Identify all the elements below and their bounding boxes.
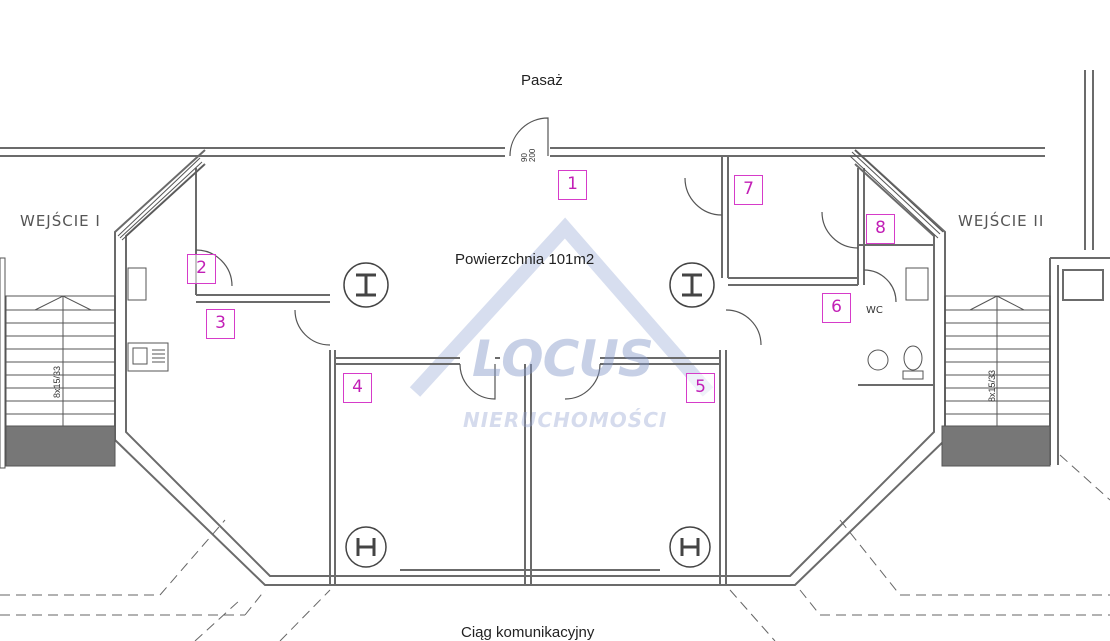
room-marker-7: 7	[734, 175, 763, 205]
room-marker-2: 2	[187, 254, 216, 284]
pasaz-label: Pasaż	[521, 72, 563, 89]
area-label: Powierzchnia 101m2	[455, 251, 595, 268]
corridor-label: Ciąg komunikacyjny	[461, 624, 595, 641]
fixtures	[127, 267, 929, 380]
exterior-lines	[0, 454, 1110, 641]
stair-dim-left: 8x15/33	[52, 365, 62, 398]
watermark-brand: LOCUS	[472, 330, 654, 388]
hatched-walls	[117, 149, 944, 241]
room-marker-8: 8	[866, 214, 895, 244]
stairs-left	[0, 257, 116, 469]
room-marker-3: 3	[206, 309, 235, 339]
room-marker-4: 4	[343, 373, 372, 403]
watermark-subtitle: NIERUCHOMOŚCI	[463, 408, 668, 432]
watermark-logo	[409, 217, 714, 397]
room-marker-5: 5	[686, 373, 715, 403]
entrance-2-label: WEJŚCIE II	[958, 212, 1045, 230]
doors	[195, 117, 897, 400]
stair-dim-right: 8x15/33	[987, 369, 997, 402]
wc-label: WC	[866, 305, 883, 316]
entrance-1-label: WEJŚCIE I	[20, 212, 101, 230]
stairs-right	[941, 295, 1051, 467]
room-marker-1: 1	[558, 170, 587, 200]
room-marker-6: 6	[822, 293, 851, 323]
columns	[343, 262, 715, 568]
door-size-label: 90 200	[520, 148, 537, 162]
walls	[0, 70, 1110, 586]
